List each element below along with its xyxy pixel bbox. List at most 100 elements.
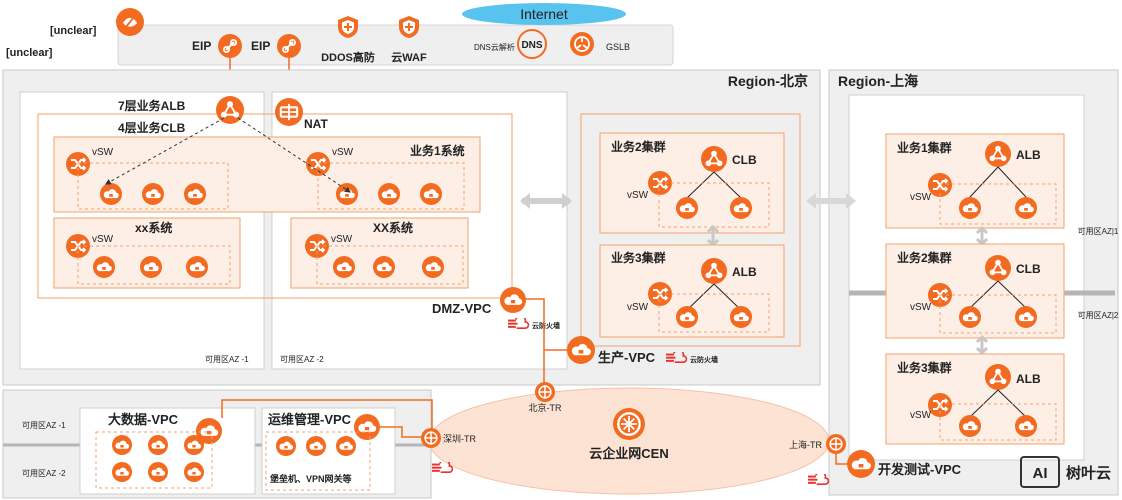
ecs-icon[interactable] (1015, 415, 1037, 437)
dmz-vpc-icon[interactable] (500, 287, 526, 313)
prod-vpc-box (580, 113, 801, 347)
ecs-icon[interactable] (420, 183, 442, 205)
internet-cloud (462, 3, 626, 25)
ecs-icon[interactable] (1015, 197, 1037, 219)
ecs-icon[interactable] (959, 197, 981, 219)
dmz-vpc-box (37, 113, 513, 299)
sh-cluster2-lb-label: CLB (1016, 262, 1041, 276)
top-left-label-1: [unclear] (50, 25, 97, 37)
alb7-label: 7层业务ALB (118, 98, 186, 113)
ecs-icon[interactable] (148, 462, 168, 482)
sh-cluster2-label: 业务2集群 (897, 250, 952, 265)
bigdata-vpc-box (79, 407, 256, 495)
ecs-icon[interactable] (378, 183, 400, 205)
prod-firewall-label: 云防火墙 (690, 355, 718, 364)
shenzhen-tr-icon[interactable] (421, 428, 441, 448)
xx-upper-subnet: vSW (305, 234, 464, 285)
dmz-firewall-label: 云防火墙 (532, 321, 560, 330)
cen-icon[interactable] (613, 408, 645, 440)
ecs-icon[interactable] (959, 306, 981, 328)
sh-cluster1-lb-label: ALB (1016, 148, 1041, 162)
vsw-label: vSW (627, 302, 649, 313)
ecs-icon[interactable] (336, 183, 358, 205)
waf-label: 云WAF (391, 51, 427, 64)
nat-icon[interactable] (275, 98, 303, 126)
ecs-icon[interactable] (93, 256, 115, 278)
sh-cluster2: 业务2集群 CLB vSW (885, 243, 1065, 339)
ecs-icon[interactable] (730, 306, 752, 328)
vsw-label: vSW (910, 302, 932, 313)
bigdata-to-sz-tr-line (221, 399, 433, 438)
dev-vpc-icon[interactable] (847, 450, 875, 478)
bj-cluster2-label: 业务2集群 (611, 139, 666, 154)
ecs-icon[interactable] (276, 436, 296, 456)
gslb-icon[interactable] (570, 32, 594, 56)
beijing-tr-icon[interactable] (535, 382, 555, 402)
dev-vpc-label: 开发测试-VPC (878, 462, 962, 477)
ecs-icon[interactable] (959, 415, 981, 437)
dns-icon-text: DNS (521, 40, 542, 51)
bj-cluster3-label: 业务3集群 (611, 250, 666, 265)
bigdata-vpc-label: 大数据-VPC (108, 412, 179, 427)
sh-cluster2-lb-icon[interactable] (985, 255, 1011, 281)
ops-vpc-icon[interactable] (354, 414, 380, 440)
alb7-icon[interactable] (216, 96, 244, 124)
dmz-to-bj-tr-line (526, 298, 545, 383)
ecs-icon[interactable] (184, 183, 206, 205)
ecs-icon[interactable] (676, 197, 698, 219)
top-left-label-2: [unclear] (6, 47, 53, 59)
ecs-icon[interactable] (336, 436, 356, 456)
ecs-icon[interactable] (184, 435, 204, 455)
sh-cluster3-lb-icon[interactable] (985, 364, 1011, 390)
ecs-icon[interactable] (333, 256, 355, 278)
region-shanghai-title: Region-上海 (838, 73, 918, 89)
ecs-icon[interactable] (184, 462, 204, 482)
eip-1-icon[interactable] (218, 34, 242, 58)
ecs-icon[interactable] (112, 435, 132, 455)
dns-icon[interactable]: DNS (517, 29, 547, 59)
ops-vpc-label: 运维管理-VPC (268, 412, 352, 427)
shanghai-tr-icon[interactable] (826, 434, 846, 454)
ecs-icon[interactable] (422, 256, 444, 278)
ecs-icon[interactable] (306, 436, 326, 456)
watermark: AI 树叶云 (1020, 456, 1111, 488)
alb-to-az1-arrow (104, 117, 225, 185)
bj-cluster3-lb-icon[interactable] (701, 258, 727, 284)
cloud-provider-logo-icon (116, 8, 144, 36)
vsw-label: vSW (92, 234, 114, 245)
biz1-az1-subnet: vSW (66, 147, 229, 210)
clb4-label: 4层业务CLB (118, 120, 186, 135)
vsw-label: vSW (910, 410, 932, 421)
gslb-label: GSLB (606, 42, 630, 52)
cen-ellipse (428, 387, 830, 495)
beijing-tr-label: 北京-TR (529, 402, 562, 413)
biz1-az2-subnet: vSW (306, 147, 465, 210)
bottom-az1-label: 可用区AZ -1 (22, 421, 66, 430)
ops-to-sz-tr-line (380, 426, 430, 438)
ddos-label: DDOS高防 (321, 50, 375, 64)
ecs-icon[interactable] (148, 435, 168, 455)
ecs-icon[interactable] (730, 197, 752, 219)
sh-cluster1-lb-icon[interactable] (985, 141, 1011, 167)
watermark-ai: AI (1033, 465, 1048, 482)
nat-label: NAT (304, 117, 328, 131)
prod-vpc-icon[interactable] (567, 336, 595, 364)
ecs-icon[interactable] (1015, 306, 1037, 328)
ecs-icon[interactable] (186, 256, 208, 278)
sh-firewall-icon (808, 474, 830, 485)
vsw-label: vSW (332, 147, 354, 158)
region-beijing-title: Region-北京 (728, 73, 808, 89)
ecs-icon[interactable] (142, 183, 164, 205)
vsw-label: vSW (627, 190, 649, 201)
bj-cluster2-lb-label: CLB (732, 153, 757, 167)
ecs-icon[interactable] (676, 306, 698, 328)
ecs-icon[interactable] (112, 462, 132, 482)
bj-cluster3-lb-label: ALB (732, 265, 757, 279)
ecs-icon[interactable] (140, 256, 162, 278)
eip-2-icon[interactable] (277, 34, 301, 58)
ecs-icon[interactable] (100, 183, 122, 205)
bj-cluster2-lb-icon[interactable] (701, 146, 727, 172)
ecs-icon[interactable] (373, 256, 395, 278)
sh-cluster3: 业务3集群 ALB vSW (885, 353, 1065, 445)
